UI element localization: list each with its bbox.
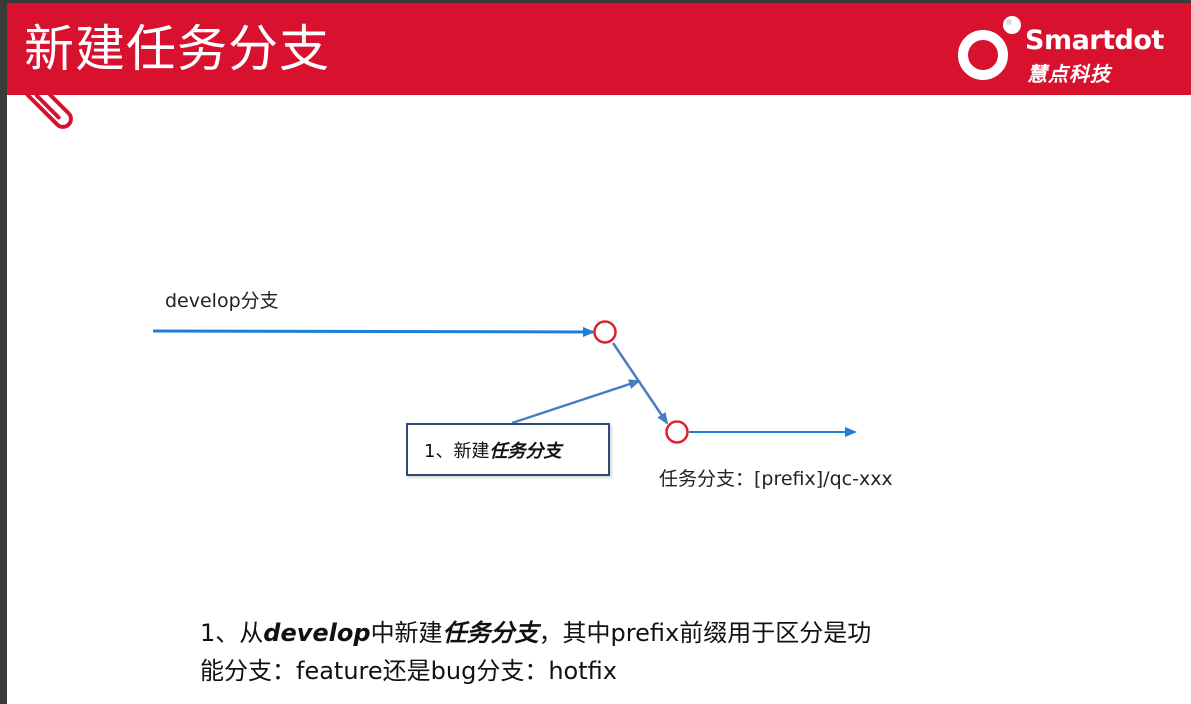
desc-task-branch-emphasis: 任务分支 [442,619,539,647]
branch-connector [611,342,669,425]
develop-commit-node [593,320,617,344]
page-title: 新建任务分支 [24,20,330,78]
step-number: 1、 [424,440,454,462]
description-text: 1、从develop中新建任务分支，其中prefix前缀用于区分是功 能分支：f… [200,614,1000,690]
develop-branch-label: develop分支 [165,290,279,312]
desc-develop-emphasis: develop [263,619,371,647]
logo-text-cn: 慧点科技 [1027,62,1111,86]
desc-middle: 中新建 [370,619,443,647]
description-line-1: 1、从develop中新建任务分支，其中prefix前缀用于区分是功 [200,614,1000,652]
logo-mark-icon [958,16,1021,80]
title-bar: 新建任务分支 Smartdot 慧点科技 [7,3,1191,95]
desc-rest: ，其中prefix前缀用于区分是功 [538,619,872,647]
develop-branch-line [152,326,595,337]
slide: 新建任务分支 Smartdot 慧点科技 [7,3,1191,704]
branch-diagram [152,320,857,444]
logo-text-en: Smartdot [1025,25,1164,56]
step-callout-box: 1、 新建 任务分支 [406,423,610,476]
task-commit-node [665,420,689,444]
step-pointer-arrow [511,379,641,425]
smartdot-logo: Smartdot 慧点科技 [947,11,1177,91]
task-branch-label: 任务分支：[prefix]/qc-xxx [659,468,893,490]
description-line-2: 能分支：feature还是bug分支：hotfix [200,657,617,685]
paperclip-icon [25,85,73,129]
desc-prefix: 1、从 [200,619,264,647]
step-emphasis: 任务分支 [489,440,562,462]
step-text: 新建 [453,440,490,462]
